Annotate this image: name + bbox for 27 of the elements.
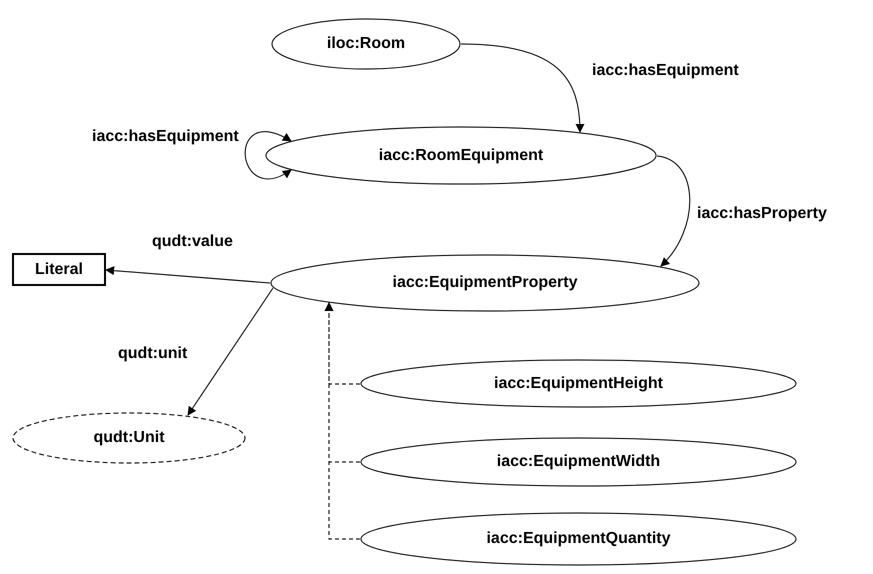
class-ellipse [360,359,797,408]
dashed-arrow [324,302,360,540]
arrow [105,266,270,284]
class-ellipse [270,254,700,312]
class-name: iacc:EquipmentHeight [494,374,663,392]
arrow [188,288,274,416]
class-name: iacc:EquipmentQuantity [486,530,671,548]
class-name: Literal [34,260,83,278]
edge-label: iacc:hasEquipment [92,128,239,146]
arrow [656,156,690,267]
class-ellipse [360,437,797,487]
class-name: qudt:Unit [93,429,165,447]
arrow [244,131,292,180]
literal-box [12,253,106,286]
arrow [460,44,584,133]
class-ellipse [265,126,657,185]
edge-label: iacc:hasProperty [697,205,827,223]
edge-label: qudt:unit [118,345,188,363]
class-ellipse [360,512,797,566]
class-name: iacc:RoomEquipment [378,146,544,164]
class-name: iacc:EquipmentProperty [392,274,578,292]
edge-label: iacc:hasEquipment [592,62,739,80]
edge-label: qudt:value [152,233,233,251]
class-ellipse [12,412,246,464]
class-ellipse [271,18,461,70]
class-name: iacc:EquipmentWidth [496,453,660,471]
class-name: iloc:Room [326,35,406,53]
